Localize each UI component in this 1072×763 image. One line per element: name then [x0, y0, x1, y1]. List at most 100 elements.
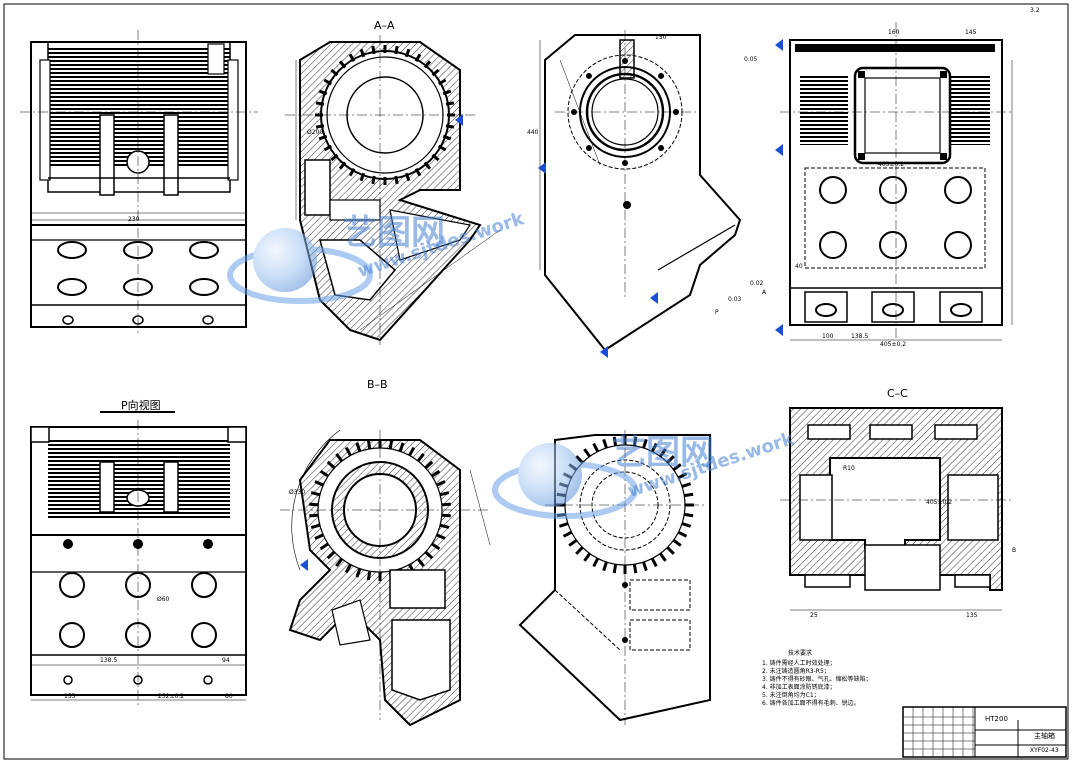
view-p-direction: [30, 411, 247, 705]
gear-tooth: [335, 558, 344, 567]
section-bb-title: B–B: [367, 378, 388, 391]
gear-tooth: [575, 546, 584, 555]
watermark-graphic: [227, 228, 638, 519]
annotation-markers: [300, 39, 783, 571]
gear-tooth: [562, 530, 573, 538]
datum-b: B: [1012, 547, 1017, 554]
gear-tooth: [677, 530, 688, 538]
gear-tooth: [672, 463, 682, 471]
gear-tooth: [431, 153, 440, 162]
dim-150: 150: [655, 34, 667, 41]
gear-tooth: [344, 446, 352, 457]
sheet-frame: [3, 3, 1069, 760]
dim-145: 145: [965, 29, 977, 36]
gear-tooth: [439, 491, 450, 497]
gear-tooth: [684, 492, 694, 498]
gear-tooth: [323, 78, 333, 86]
dim-25: 25: [810, 612, 818, 619]
gear-tooth: [592, 442, 600, 453]
gear-tooth: [424, 460, 434, 470]
gear-tooth: [408, 446, 416, 457]
tech-requirement-item: 3. 铸件不得有砂眼、气孔、缩松等缺陷；: [762, 676, 872, 683]
gear-tooth: [314, 480, 324, 487]
gear-tooth: [650, 557, 658, 568]
dim-40: 40: [795, 263, 803, 270]
gear-tooth: [388, 439, 394, 450]
gear-tooth: [359, 172, 366, 182]
bolt-hole: [585, 72, 592, 79]
gear-tooth: [583, 448, 591, 458]
title-block: [902, 706, 1067, 758]
dim-80: 80: [225, 693, 233, 700]
view-top-right: [780, 22, 1013, 341]
view-section-aa: [285, 35, 501, 345]
gear-tooth: [642, 561, 648, 572]
gear-tooth: [323, 144, 333, 152]
gear-tooth: [437, 78, 447, 86]
gear-tooth: [315, 124, 325, 129]
gear-tooth: [659, 448, 667, 458]
dim-440: 440: [527, 129, 539, 136]
datum-a: A: [762, 289, 767, 296]
gear-tooth: [436, 533, 446, 540]
gear-tooth: [681, 482, 692, 488]
dim-135: 135: [966, 612, 978, 619]
tech-requirement-item: 6. 铸件各加工面不得有毛刺、锐边。: [762, 700, 860, 707]
gear-tooth: [612, 436, 618, 446]
gear-tooth: [592, 557, 600, 568]
gear-tooth: [442, 134, 452, 141]
gear-tooth: [583, 552, 591, 562]
view-side-top-middle: [539, 30, 742, 352]
gear-tooth: [355, 442, 362, 452]
gear-tooth: [632, 436, 638, 446]
gear-tooth: [310, 491, 321, 497]
gear-tooth: [612, 564, 618, 574]
gear-tooth: [666, 455, 675, 464]
gear-tooth: [666, 546, 675, 555]
gear-tooth: [414, 167, 422, 177]
gear-tooth: [632, 564, 638, 574]
dim-60: Ø60: [157, 596, 170, 603]
gear-tooth: [650, 442, 658, 453]
gear-tooth: [445, 101, 455, 106]
gear-tooth: [423, 161, 432, 170]
gear-tooth: [441, 502, 451, 507]
dim-138: 138.5: [851, 333, 869, 340]
gear-tooth: [309, 502, 319, 507]
dim-155: 155: [64, 693, 76, 700]
gear-tooth: [404, 48, 411, 58]
title-part-name: 主轴箱: [1034, 732, 1055, 740]
gear-tooth: [310, 523, 321, 529]
gear-tooth: [371, 45, 376, 55]
section-aa-title: A–A: [374, 19, 395, 32]
tech-requirement-item: 2. 未注铸造圆角R3-R5；: [762, 668, 830, 675]
gear-tooth: [366, 439, 372, 450]
dim-1385: 138.5: [100, 657, 118, 664]
gear-tooth: [326, 550, 336, 560]
tolerance-flatness: 0.02: [750, 280, 764, 287]
gear-tooth: [431, 68, 440, 77]
gear-tooth: [315, 101, 325, 106]
tech-requirement-item: 4. 非加工表面涂防锈底漆；: [762, 684, 836, 691]
gear-tooth: [318, 89, 328, 96]
tolerance-parallelism: 0.03: [728, 296, 742, 303]
gear-tooth: [431, 469, 441, 478]
view-section-cc: [780, 407, 1012, 611]
dim-r10: R10: [843, 465, 855, 472]
gear-tooth: [383, 177, 387, 185]
gear-tooth: [355, 568, 362, 578]
gear-tooth: [681, 522, 692, 528]
gear-tooth: [314, 533, 324, 540]
gear-tooth: [602, 438, 608, 449]
bolt-hole: [658, 145, 665, 152]
dim-200: Ø200: [307, 129, 324, 136]
gear-tooth: [416, 453, 425, 462]
dim-94: 94: [222, 657, 230, 664]
gear-tooth: [677, 472, 688, 480]
title-drawing-number: XYF02-43: [1030, 747, 1059, 754]
gear-tooth: [309, 513, 319, 518]
gear-tooth: [568, 539, 578, 547]
gear-tooth: [319, 469, 329, 478]
gear-tooth: [344, 563, 352, 574]
view-front-top-left: [20, 30, 258, 335]
